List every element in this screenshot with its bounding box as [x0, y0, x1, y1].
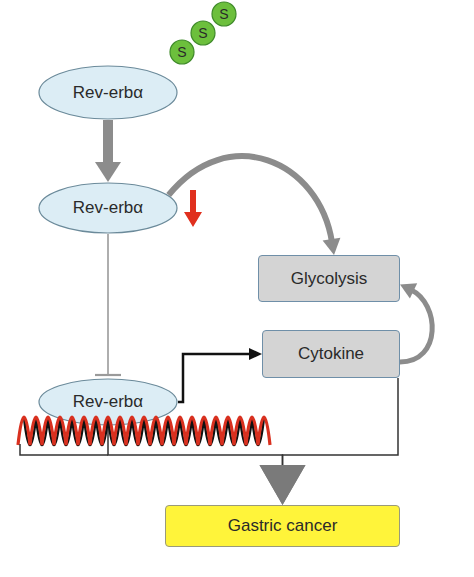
circle-fill	[170, 40, 194, 64]
connector-line	[107, 234, 109, 375]
protein-ellipse: Rev-erbα	[38, 182, 178, 234]
bracket-connector	[108, 426, 306, 505]
protein-ellipse: Rev-erbα	[38, 378, 178, 426]
node-label: Rev-erbα	[73, 392, 143, 412]
connector-line	[400, 290, 432, 362]
sumo-circle: S	[190, 20, 216, 46]
node-label: Rev-erbα	[73, 83, 143, 103]
connector-line	[108, 426, 283, 473]
inhibition-line	[95, 234, 121, 375]
circle-fill	[212, 2, 236, 26]
node-label: S	[219, 6, 228, 22]
sumo-circle: S	[169, 39, 195, 65]
transition-arrow	[95, 120, 121, 182]
node-label: Rev-erbα	[73, 198, 143, 218]
sumo-circle: S	[211, 1, 237, 27]
node-label: S	[198, 25, 207, 41]
promotes-arrow	[400, 283, 432, 362]
bracket-connector	[260, 378, 399, 505]
promotes-arrow	[169, 156, 341, 255]
triangle-head	[260, 465, 306, 505]
arrow-head	[249, 348, 262, 360]
connector-line	[283, 378, 399, 473]
connector-line	[178, 354, 252, 402]
connector-line	[103, 120, 113, 166]
arrow-head	[323, 238, 341, 255]
node-label: Glycolysis	[291, 269, 368, 289]
node-label: Cytokine	[298, 344, 364, 364]
bracket-line	[20, 444, 108, 455]
process-box: Glycolysis	[258, 255, 400, 302]
arrow-head	[95, 162, 121, 182]
transcription-arrow	[178, 348, 262, 402]
ellipse-fill	[39, 66, 177, 119]
connector-line	[169, 156, 332, 242]
ellipse-fill	[39, 183, 177, 233]
inhibition-bar	[95, 374, 121, 376]
outcome-box: Gastric cancer	[165, 505, 400, 547]
triangle-head	[260, 465, 306, 505]
process-box: Cytokine	[262, 330, 400, 378]
arrow-head	[400, 283, 417, 298]
node-label: Gastric cancer	[228, 516, 338, 536]
decrease-arrow	[184, 190, 202, 227]
ellipse-fill	[39, 379, 177, 425]
node-label: S	[177, 44, 186, 60]
circle-fill	[191, 21, 215, 45]
protein-ellipse: Rev-erbα	[38, 65, 178, 120]
